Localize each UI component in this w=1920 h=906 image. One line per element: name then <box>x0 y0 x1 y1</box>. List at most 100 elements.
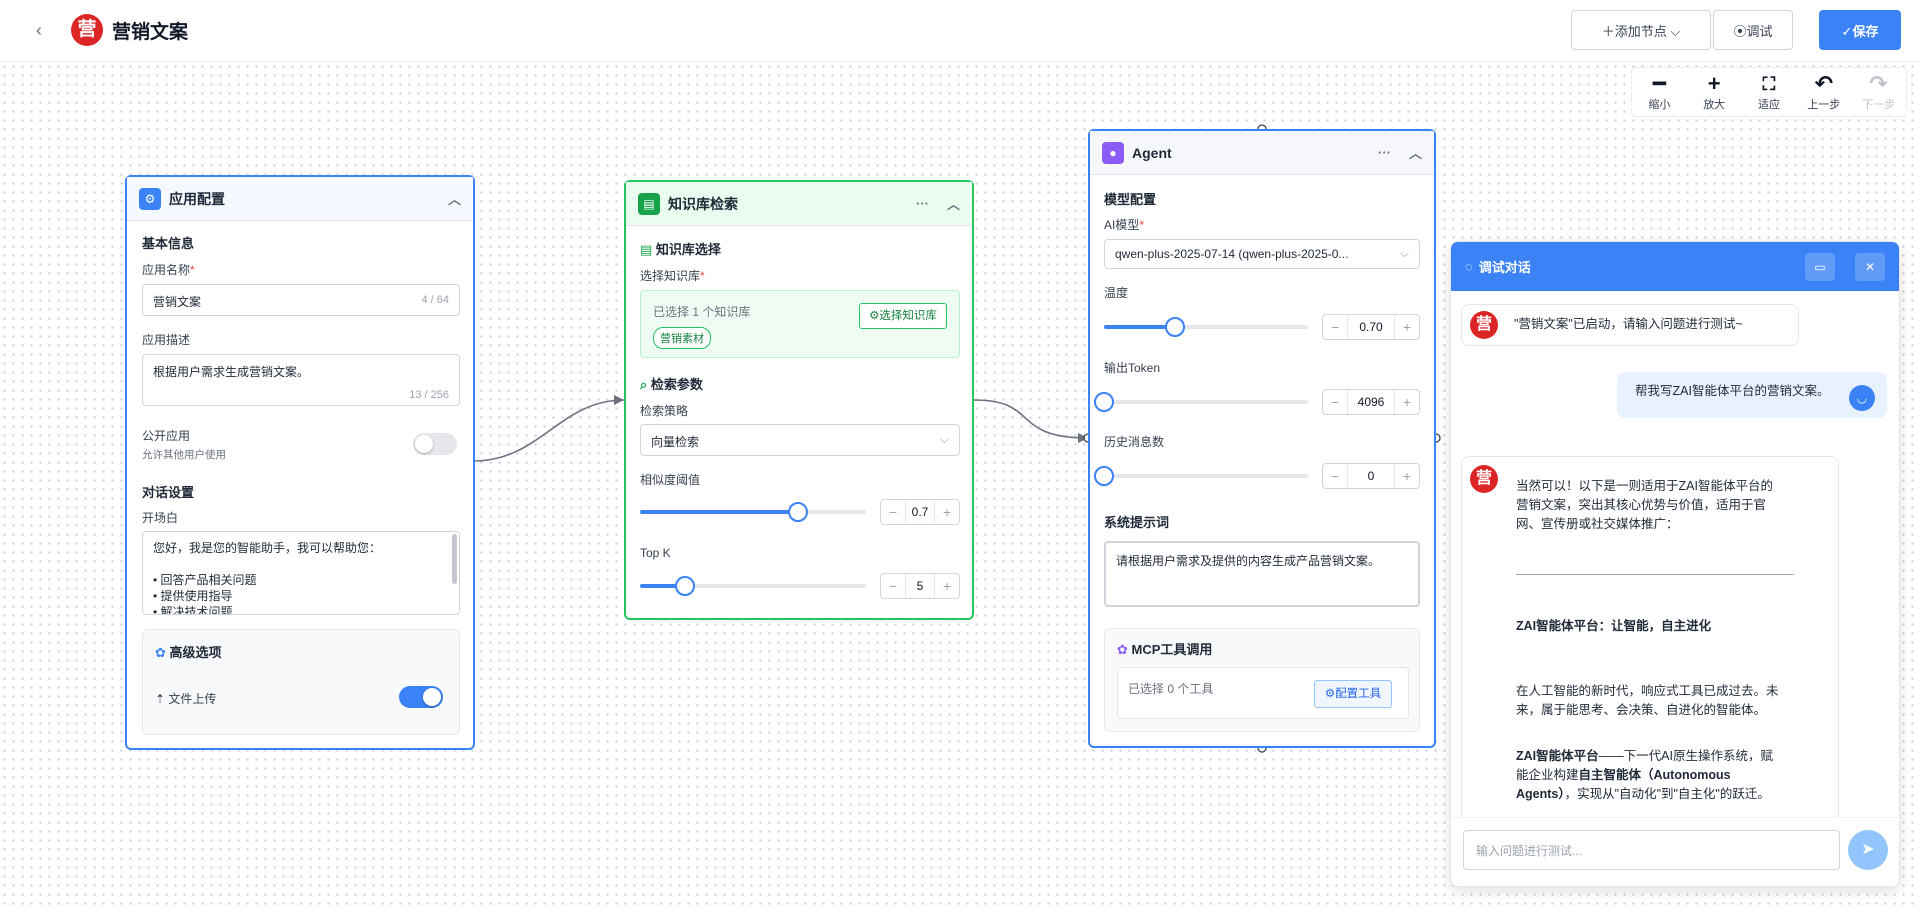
more-icon[interactable]: ··· <box>1377 145 1391 160</box>
user-avatar: ◡ <box>1849 385 1875 411</box>
app-desc-textarea[interactable]: 根据用户需求生成营销文案。 13 / 256 <box>142 354 460 406</box>
send-icon: ➤ <box>1861 841 1875 858</box>
search-icon: ⌕ <box>640 377 648 392</box>
scrollbar[interactable] <box>452 534 457 584</box>
temp-stepper[interactable]: −0.70 + <box>1322 314 1420 340</box>
slider-thumb[interactable] <box>788 502 809 522</box>
topk-slider[interactable] <box>640 576 866 596</box>
public-toggle[interactable] <box>413 433 457 455</box>
node-header: ▤ 知识库检索 ··· ︿ <box>626 182 972 226</box>
minus-icon[interactable]: − <box>888 504 898 520</box>
similarity-slider[interactable] <box>640 502 866 522</box>
expand-icon[interactable]: ▭ <box>1805 252 1835 281</box>
zoom-out-label: 缩小 <box>1648 99 1671 111</box>
kb-select-label: 选择知识库* <box>640 269 705 283</box>
select-kb-button[interactable]: ⚙选择知识库 <box>859 303 947 329</box>
edge-config-to-kb <box>473 399 625 462</box>
similarity-label: 相似度阈值 <box>640 473 701 487</box>
opening-line: • 解决技术问题 <box>153 605 233 615</box>
zoom-in-button[interactable]: +放大 <box>1694 72 1734 112</box>
undo-label: 上一步 <box>1807 99 1841 111</box>
similarity-stepper[interactable]: −0.7 + <box>880 499 960 525</box>
app-desc-value: 根据用户需求生成营销文案。 <box>153 365 310 379</box>
mcp-title: ✿ MCP工具调用 <box>1117 642 1213 657</box>
topk-stepper[interactable]: −5 + <box>880 573 960 599</box>
section-title: 对话设置 <box>142 485 195 500</box>
desc-label: 应用描述 <box>142 333 191 347</box>
save-button[interactable]: ✓保存 <box>1819 10 1901 50</box>
temp-value[interactable]: 0.70 <box>1347 315 1395 339</box>
send-button[interactable]: ➤ <box>1848 830 1888 870</box>
config-tools-button[interactable]: ⚙配置工具 <box>1314 680 1392 708</box>
redo-button[interactable]: ↷下一步 <box>1859 72 1899 112</box>
add-node-button[interactable]: ＋添加节点 ⌵ <box>1571 10 1711 50</box>
plus-icon[interactable]: + <box>942 504 952 520</box>
slider-thumb[interactable] <box>675 576 696 596</box>
app-name-input[interactable]: 营销文案 4 / 64 <box>142 284 460 316</box>
app-logo: 营 <box>71 14 103 46</box>
plus-icon[interactable]: + <box>1402 394 1412 410</box>
bot-avatar: 营 <box>1470 465 1498 493</box>
kb-retrieval-node[interactable]: ▤ 知识库检索 ··· ︿ ▤ 知识库选择 选择知识库* 已选择 1 个知识库 … <box>624 180 974 620</box>
history-slider[interactable] <box>1094 466 1308 486</box>
more-icon[interactable]: ··· <box>915 196 929 211</box>
similarity-value[interactable]: 0.7 <box>905 500 935 524</box>
collapse-icon[interactable]: ︿ <box>1408 146 1422 161</box>
section-title: 模型配置 <box>1104 192 1157 207</box>
file-upload-toggle[interactable] <box>399 686 443 708</box>
collapse-icon[interactable]: ︿ <box>447 192 461 207</box>
app-config-node[interactable]: ⚙ 应用配置 ︿ 基本信息 应用名称* 营销文案 4 / 64 应用描述 根据用… <box>125 175 475 750</box>
agent-node[interactable]: ● Agent ··· ︿ 模型配置 AI模型* qwen-plus-2025-… <box>1088 129 1436 748</box>
chat-input[interactable]: 输入问题进行测试... <box>1463 830 1840 870</box>
plus-icon[interactable]: + <box>1402 468 1412 484</box>
history-stepper[interactable]: −0 + <box>1322 463 1420 489</box>
chat-bubble-icon: ◌ <box>1465 259 1473 274</box>
system-prompt-textarea[interactable]: 请根据用户需求及提供的内容生成产品营销文案。 <box>1104 541 1420 607</box>
strategy-select[interactable]: 向量检索 ⌵ <box>640 424 960 456</box>
fit-button[interactable]: ⛶适应 <box>1749 72 1789 112</box>
canvas-toolbar: ━缩小 +放大 ⛶适应 ↶上一步 ↷下一步 <box>1631 67 1907 117</box>
plus-icon[interactable]: + <box>1402 319 1412 335</box>
arrow-icon <box>1078 433 1088 443</box>
undo-button[interactable]: ↶上一步 <box>1804 72 1844 112</box>
history-value[interactable]: 0 <box>1347 464 1395 488</box>
temperature-slider[interactable] <box>1104 317 1308 337</box>
reply-paragraph: ZAI智能体平台——下一代AI原生操作系统，赋 能企业构建自主智能体（Auton… <box>1516 749 1773 801</box>
topk-value[interactable]: 5 <box>905 574 935 598</box>
slider-thumb[interactable] <box>1165 317 1186 337</box>
back-icon[interactable]: ‹ <box>36 20 42 40</box>
section-title: 基本信息 <box>142 236 195 251</box>
collapse-icon[interactable]: ︿ <box>946 197 960 212</box>
temp-label: 温度 <box>1104 286 1129 300</box>
debug-chat-panel: ◌ 调试对话 ▭ ✕ 营 "营销文案"已启动，请输入问题进行测试~ 帮我写ZAI… <box>1450 241 1900 887</box>
minus-icon[interactable]: − <box>1330 468 1340 484</box>
opening-textarea[interactable]: 您好，我是您的智能助手，我可以帮助您： • 回答产品相关问题 • 提供使用指导 … <box>142 531 460 615</box>
minus-icon[interactable]: − <box>888 578 898 594</box>
model-select[interactable]: qwen-plus-2025-07-14 (qwen-plus-2025-0..… <box>1104 239 1420 269</box>
plus-icon[interactable]: + <box>942 578 952 594</box>
close-icon[interactable]: ✕ <box>1855 252 1885 281</box>
debug-button[interactable]: ⦿调试 <box>1713 10 1793 50</box>
minus-icon[interactable]: − <box>1330 394 1340 410</box>
token-value[interactable]: 4096 <box>1347 390 1395 414</box>
gear-icon: ✿ <box>155 645 166 660</box>
minus-icon[interactable]: − <box>1330 319 1340 335</box>
bot-avatar: 营 <box>1470 311 1498 339</box>
slider-thumb[interactable] <box>1094 392 1114 412</box>
zoom-out-button[interactable]: ━缩小 <box>1639 72 1679 112</box>
section-title: 系统提示词 <box>1104 515 1170 530</box>
chat-input-bar: 输入问题进行测试... ➤ <box>1451 817 1899 886</box>
mcp-box: 已选择 0 个工具 ⚙配置工具 <box>1117 667 1409 719</box>
slider-thumb[interactable] <box>1094 466 1114 486</box>
model-value: qwen-plus-2025-07-14 (qwen-plus-2025-0..… <box>1115 247 1349 261</box>
opening-label: 开场白 <box>142 511 179 525</box>
mcp-selected-text: 已选择 0 个工具 <box>1128 682 1214 696</box>
char-count: 13 / 256 <box>409 389 449 401</box>
advanced-title: ✿ 高级选项 <box>155 645 222 660</box>
token-stepper[interactable]: −4096 + <box>1322 389 1420 415</box>
token-slider[interactable] <box>1094 392 1308 412</box>
topk-label: Top K <box>640 546 671 560</box>
greeting-bubble: 营 "营销文案"已启动，请输入问题进行测试~ <box>1461 304 1799 346</box>
arrow-icon <box>614 395 624 405</box>
book-icon: ▤ <box>638 192 660 215</box>
